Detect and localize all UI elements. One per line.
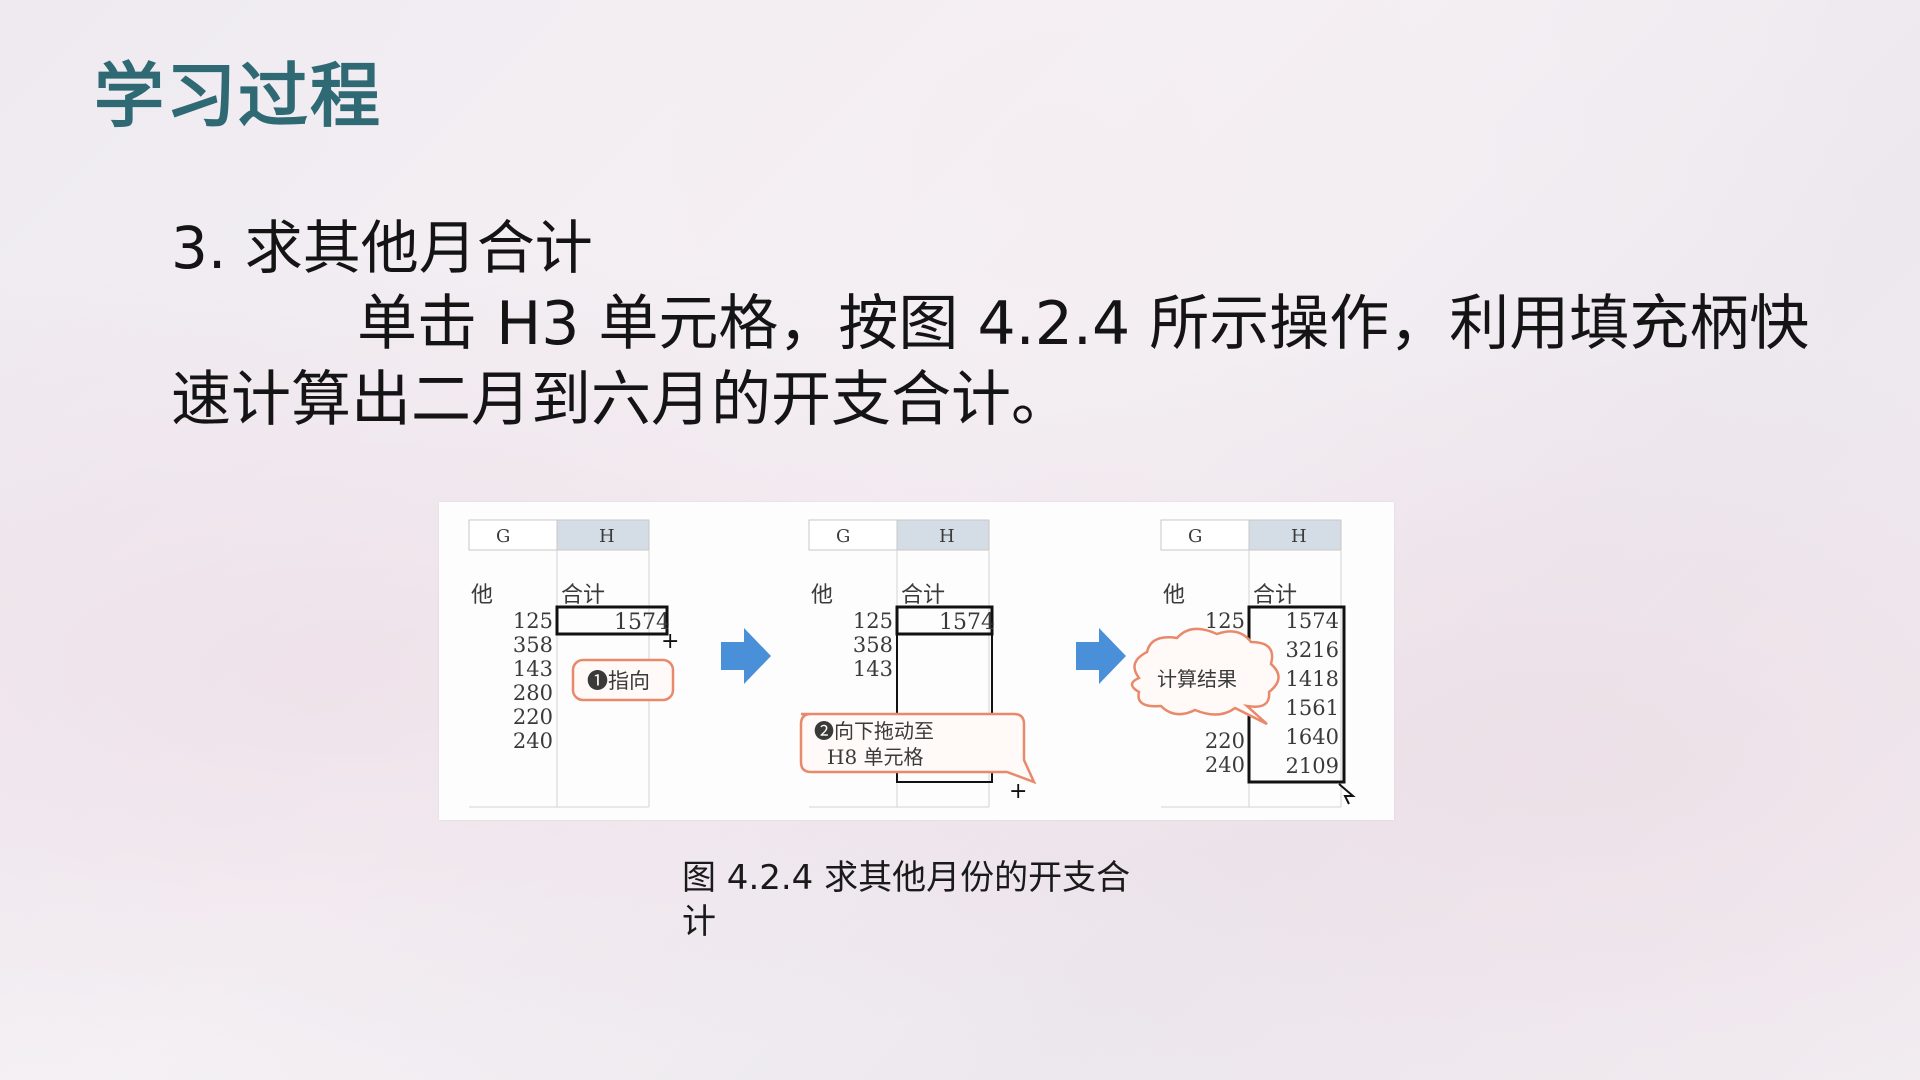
fill-handle-icon: + <box>1009 779 1027 804</box>
col-g-label: G <box>836 526 850 547</box>
cell-value: 240 <box>1205 753 1245 777</box>
section-subheading: 3. 求其他月合计 <box>171 214 593 282</box>
selected-cell-h3 <box>555 605 669 636</box>
callout-point <box>571 658 675 702</box>
callout-result-cloud <box>1130 627 1280 726</box>
col-g-label: G <box>1188 526 1202 547</box>
cell-value: 1418 <box>1286 667 1339 691</box>
panel-3-h-values: 1574 3216 1418 1561 1640 2109 <box>1286 609 1339 778</box>
arrow-right-icon <box>1076 628 1126 684</box>
cell-value: 240 <box>513 729 553 753</box>
cell-h3-value: 1574 <box>939 610 995 635</box>
cell-value: 2109 <box>1286 754 1339 778</box>
cursor-icon <box>1338 783 1356 805</box>
cell-value: 1561 <box>1286 696 1339 720</box>
cell-value: 220 <box>1205 729 1245 753</box>
callout-drag-line2: H8 单元格 <box>827 745 924 769</box>
header-cell-h <box>896 519 990 551</box>
fill-handle-icon: + <box>661 629 679 654</box>
cell-value: 143 <box>513 657 553 681</box>
cell-value: 1640 <box>1286 725 1339 749</box>
instruction-paragraph: 单击 H3 单元格，按图 4.2.4 所示操作，利用填充柄快速计算出二月到六月的… <box>171 289 1810 435</box>
cell-value: 358 <box>513 633 553 657</box>
cell-value: 3216 <box>1286 638 1339 662</box>
header-other: 他 <box>811 583 833 608</box>
cell-value: 125 <box>513 609 553 633</box>
header-total: 合计 <box>1253 583 1297 608</box>
cell-value: 358 <box>853 633 893 657</box>
header-cell-h <box>1248 519 1342 551</box>
callout-point-text: ❶指向 <box>587 669 650 693</box>
panel-3: G H 他 合计 125358220240 157432161418156116… <box>1130 519 1356 808</box>
page-title: 学习过程 <box>94 55 382 137</box>
col-h-label: H <box>599 526 615 547</box>
callout-drag-line1: ❷向下拖动至 <box>814 719 934 743</box>
figure-caption: 图 4.2.4 求其他月份的开支合计 <box>682 858 1131 942</box>
cell-value: 125 <box>853 609 893 633</box>
cell-h3-value: 1574 <box>614 610 670 635</box>
col-h-label: H <box>939 526 955 547</box>
header-other: 他 <box>471 583 493 608</box>
col-g-label: G <box>496 526 510 547</box>
header-other: 他 <box>1163 583 1185 608</box>
header-total: 合计 <box>901 583 945 608</box>
callout-drag <box>799 712 1037 785</box>
cell-value: 125 <box>1205 609 1245 633</box>
header-total: 合计 <box>561 583 605 608</box>
col-h-label: H <box>1291 526 1307 547</box>
callout-result-text: 计算结果 <box>1157 667 1237 691</box>
cell-value: 143 <box>853 657 893 681</box>
arrow-right-icon <box>721 628 771 684</box>
header-cell-h <box>556 519 650 551</box>
cell-value: 220 <box>513 705 553 729</box>
content-body: 3. 求其他月合计 单击 H3 单元格，按图 4.2.4 所示操作，利用填充柄快… <box>171 210 1851 438</box>
drag-range <box>896 633 993 783</box>
cell-value: 1574 <box>1286 609 1339 633</box>
cell-value: 280 <box>513 681 553 705</box>
